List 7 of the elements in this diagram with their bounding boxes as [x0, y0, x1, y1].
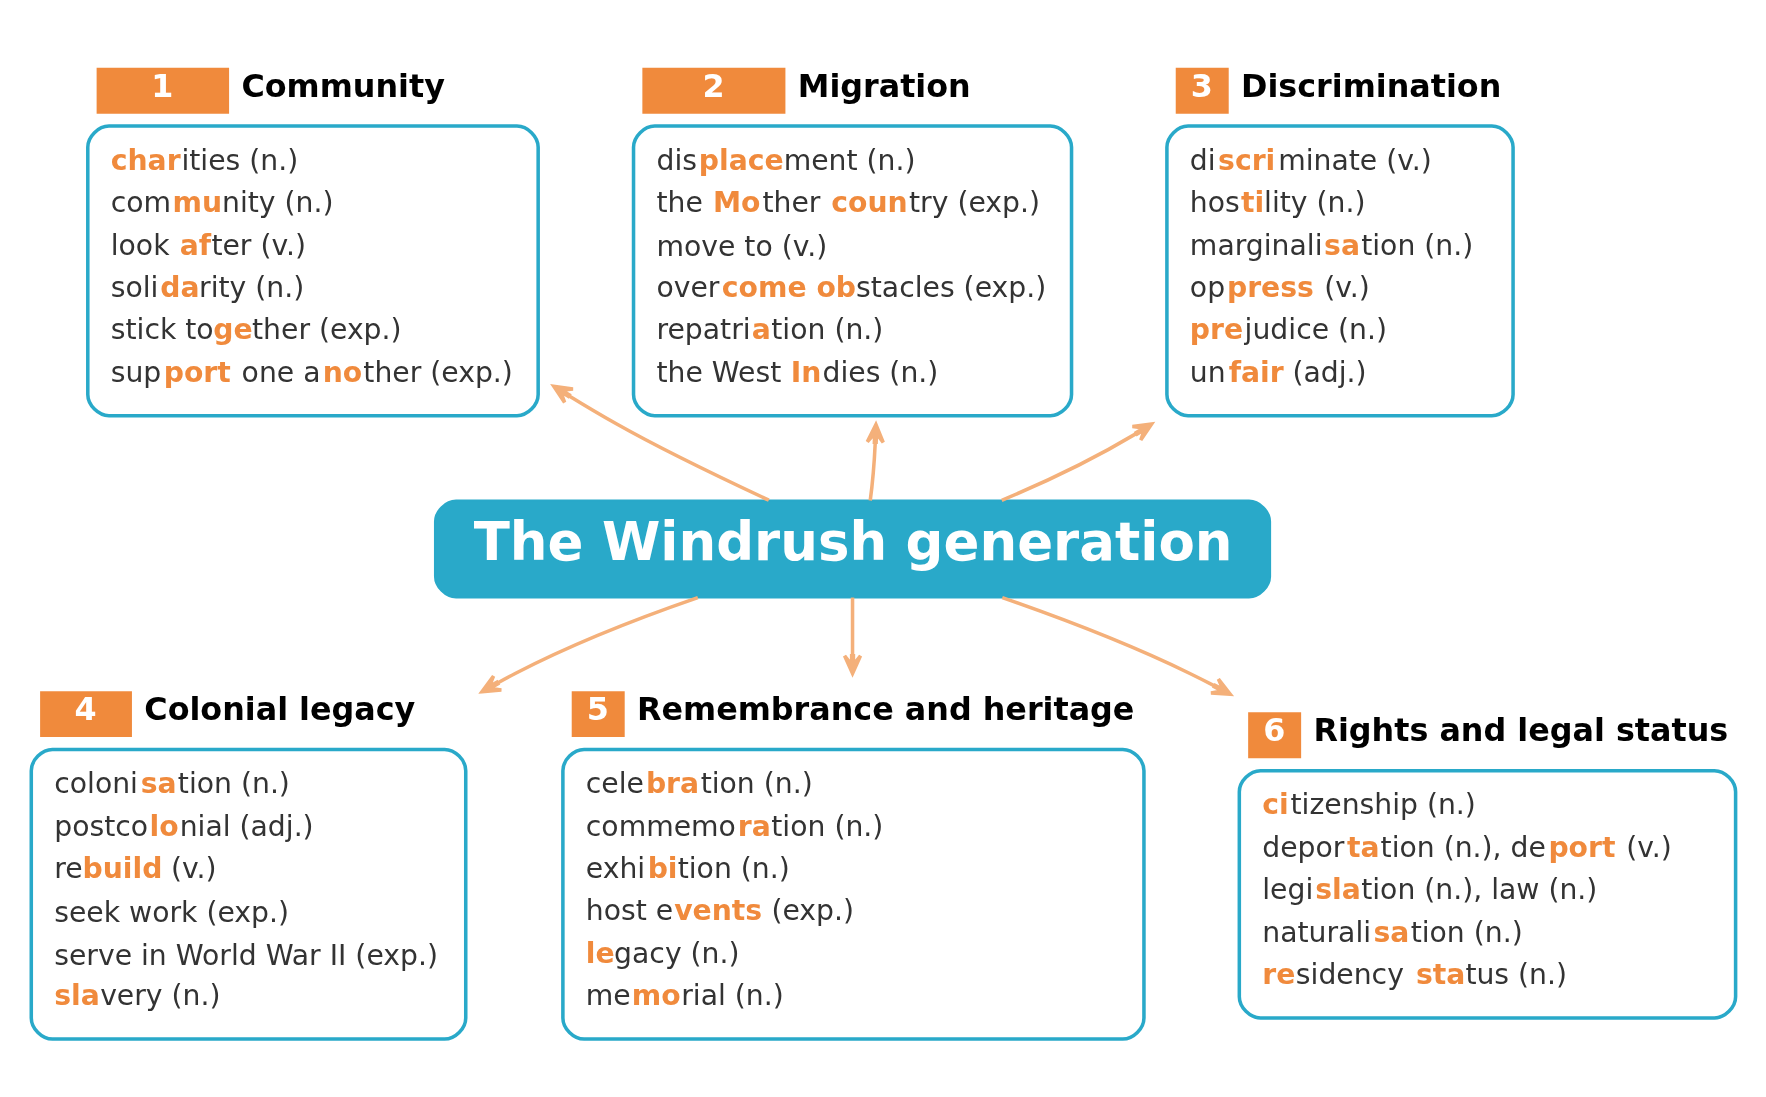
- arrow: [480, 595, 699, 693]
- arrow: [1001, 421, 1154, 502]
- arrow: [1001, 595, 1233, 696]
- arrow: [842, 597, 863, 675]
- arrow: [865, 422, 885, 501]
- arrow: [552, 384, 770, 502]
- node-box: The Windrush generation: [433, 499, 1272, 598]
